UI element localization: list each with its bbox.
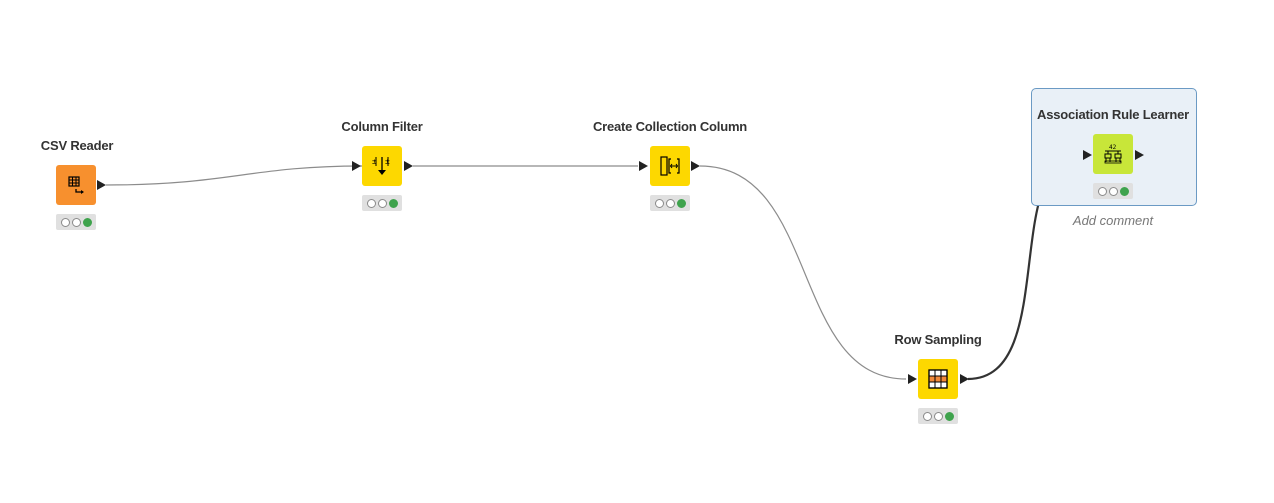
output-port-row-sampling[interactable]: [960, 374, 969, 384]
column-filter-icon: ± ±: [372, 157, 390, 175]
node-csv-reader[interactable]: [56, 165, 96, 205]
status-light-executed: [944, 411, 954, 421]
input-port-column-filter[interactable]: [352, 161, 361, 171]
status-light: [933, 411, 943, 421]
node-label-association-rule-learner[interactable]: Association Rule Learner: [1037, 107, 1189, 122]
status-light-executed: [388, 198, 398, 208]
output-port-create-collection-column[interactable]: [691, 161, 700, 171]
row-grid-icon: [928, 369, 948, 389]
collection-bracket-icon: [660, 156, 680, 176]
status-light: [665, 198, 675, 208]
status-light: [654, 198, 664, 208]
svg-text:±: ±: [372, 157, 377, 166]
status-light: [922, 411, 932, 421]
status-column-filter: [362, 195, 402, 211]
status-light-executed: [82, 217, 92, 227]
input-port-create-collection-column[interactable]: [639, 161, 648, 171]
status-light-executed: [1119, 186, 1129, 196]
status-csv-reader: [56, 214, 96, 230]
rule-tree-icon: 42: [1104, 144, 1122, 164]
node-label-column-filter[interactable]: Column Filter: [341, 119, 423, 134]
node-column-filter[interactable]: ± ±: [362, 146, 402, 186]
node-label-row-sampling[interactable]: Row Sampling: [894, 332, 982, 347]
node-label-csv-reader[interactable]: CSV Reader: [40, 138, 114, 153]
table-arrow-icon: [68, 176, 84, 194]
svg-text:42: 42: [1109, 144, 1117, 151]
node-row-sampling[interactable]: [918, 359, 958, 399]
status-light-executed: [676, 198, 686, 208]
output-port-csv-reader[interactable]: [97, 180, 106, 190]
input-port-row-sampling[interactable]: [908, 374, 917, 384]
input-port-association-rule-learner[interactable]: [1083, 150, 1092, 160]
connection-csv-to-filter[interactable]: [105, 165, 363, 186]
status-light: [60, 217, 70, 227]
node-label-create-collection-column[interactable]: Create Collection Column: [592, 119, 748, 134]
node-create-collection-column[interactable]: [650, 146, 690, 186]
output-port-association-rule-learner[interactable]: [1135, 150, 1144, 160]
output-port-column-filter[interactable]: [404, 161, 413, 171]
connection-collection-to-sampling[interactable]: [699, 165, 907, 380]
status-light: [366, 198, 376, 208]
status-light: [1108, 186, 1118, 196]
node-association-rule-learner[interactable]: 42: [1093, 134, 1133, 174]
status-light: [71, 217, 81, 227]
status-light: [1097, 186, 1107, 196]
status-row-sampling: [918, 408, 958, 424]
add-comment-placeholder[interactable]: Add comment: [1072, 213, 1154, 228]
status-create-collection-column: [650, 195, 690, 211]
status-light: [377, 198, 387, 208]
status-association-rule-learner: [1093, 183, 1133, 199]
